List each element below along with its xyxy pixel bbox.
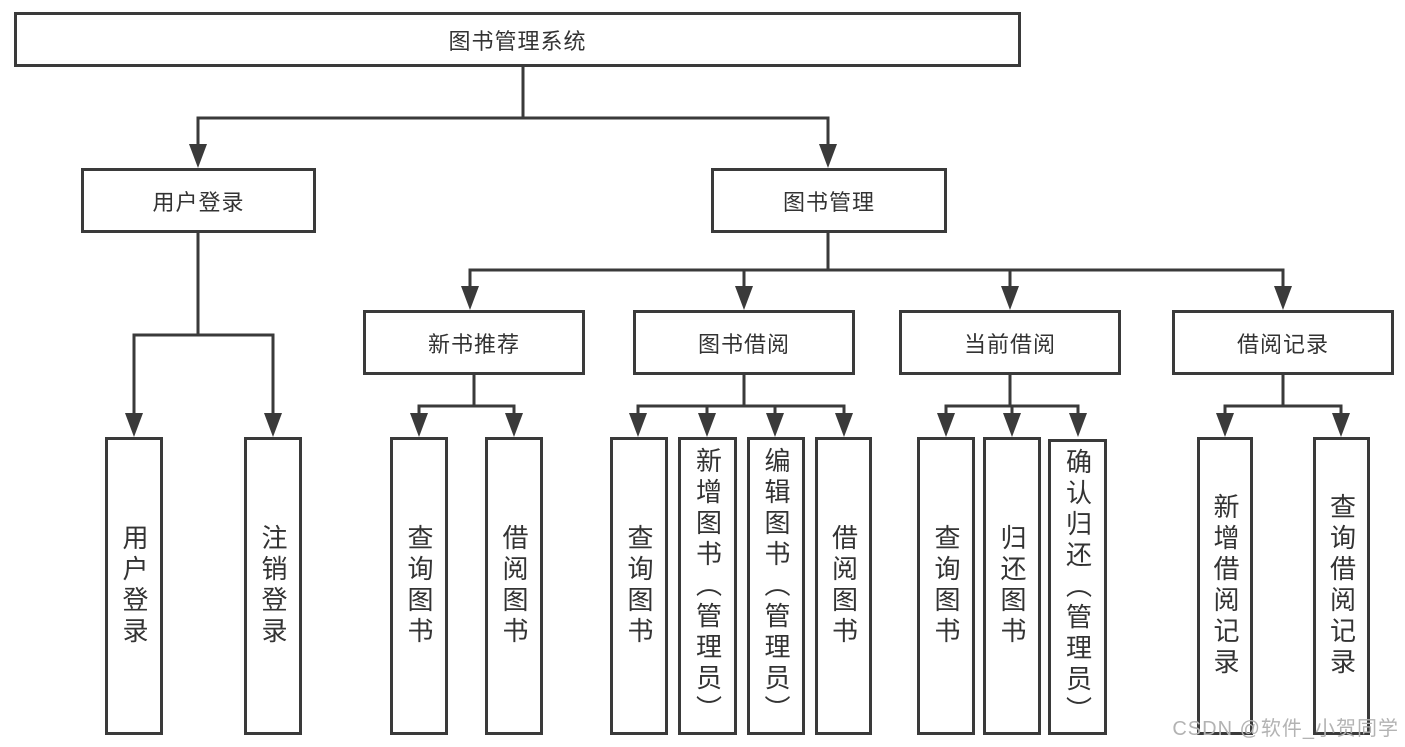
leaf-confirm-return-admin: 确认归还（管理员） [1048,439,1107,735]
leaf-edit-books-admin: 编辑图书（管理员） [747,437,805,735]
node-label: 查询图书 [931,524,961,648]
leaf-query-books-borrow: 查询图书 [610,437,668,735]
node-label: 图书借阅 [697,331,790,357]
node-label: 用户登录 [152,189,245,215]
node-borrow-records: 借阅记录 [1172,310,1394,375]
leaf-borrow-books: 借阅图书 [815,437,872,735]
leaf-query-books-recommend: 查询图书 [390,437,448,735]
node-label: 查询借阅记录 [1326,493,1357,679]
node-label: 借阅图书 [828,524,859,648]
node-label: 确认归还（管理员） [1062,447,1093,727]
node-user-login-branch: 用户登录 [81,168,316,233]
node-book-borrow: 图书借阅 [633,310,855,375]
leaf-add-books-admin: 新增图书（管理员） [678,437,737,735]
node-label: 当前借阅 [963,331,1056,357]
node-label: 图书管理系统 [448,28,587,54]
csdn-watermark: CSDN @软件_小贺同学 [1172,718,1399,740]
leaf-query-borrow-record: 查询借阅记录 [1313,437,1370,735]
node-current-borrow: 当前借阅 [899,310,1121,375]
node-label: 查询图书 [624,524,654,648]
leaf-return-books: 归还图书 [983,437,1041,735]
leaf-add-borrow-record: 新增借阅记录 [1197,437,1253,735]
node-label: 注销登录 [258,524,288,648]
node-label: 图书管理 [782,189,875,215]
node-label: 查询图书 [404,524,434,648]
node-label: 编辑图书（管理员） [761,446,791,726]
node-root-system: 图书管理系统 [14,12,1021,67]
leaf-user-login: 用户登录 [105,437,163,735]
node-new-book-recommend: 新书推荐 [363,310,585,375]
node-label: 借阅记录 [1236,331,1329,357]
node-book-management-branch: 图书管理 [711,168,947,233]
arrowhead-icons [125,144,1350,437]
leaf-query-books-current: 查询图书 [917,437,975,735]
node-label: 新增图书（管理员） [692,446,723,726]
node-label: 用户登录 [119,524,149,648]
leaf-logout: 注销登录 [244,437,302,735]
node-label: 借阅图书 [499,524,529,648]
node-label: 新书推荐 [427,331,520,357]
leaf-borrow-books-recommend: 借阅图书 [485,437,543,735]
node-label: 新增借阅记录 [1210,493,1240,679]
node-label: 归还图书 [997,524,1027,648]
